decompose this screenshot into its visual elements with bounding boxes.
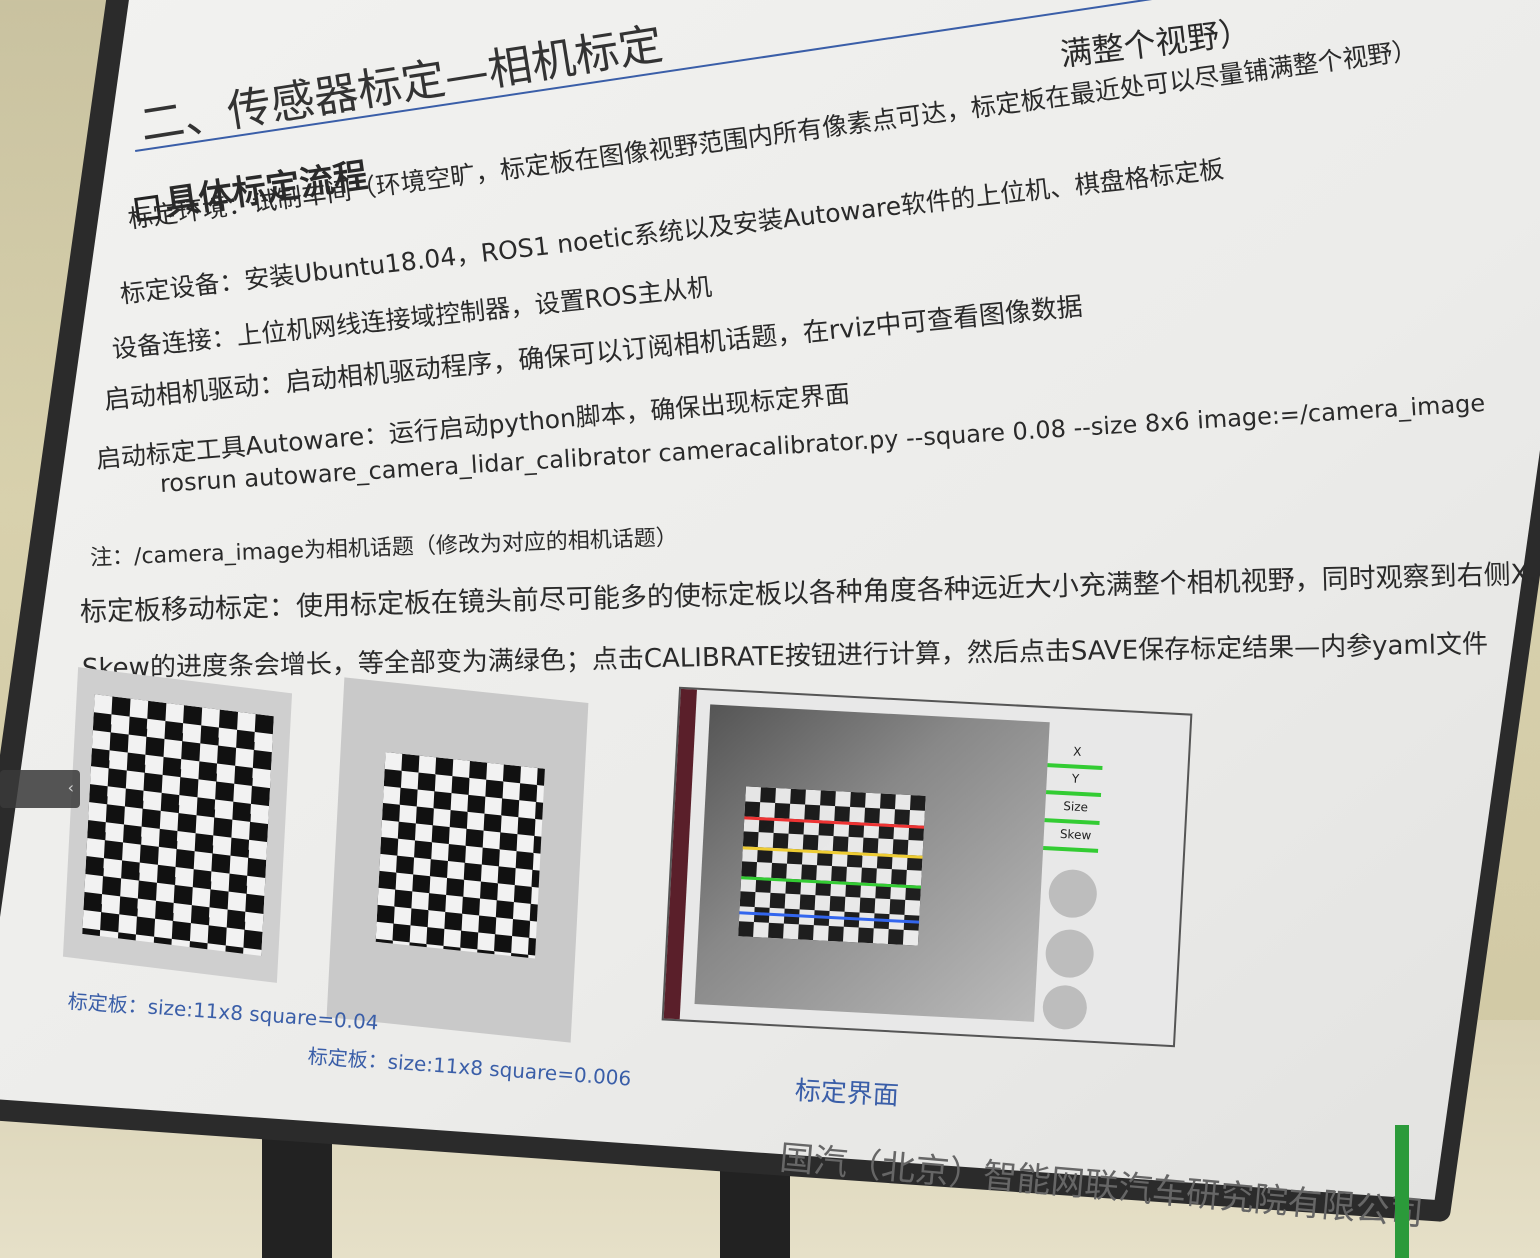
progress-bar-skew: [1043, 846, 1099, 853]
progress-bar-y: [1045, 790, 1102, 798]
checkerboard-photo-1: [62, 667, 293, 983]
progress-bar-x: [1047, 763, 1103, 771]
move-calibration-line2: Skew的进度条会增长，等全部变为满绿色；点击CALIBRATE按钮进行计算，然…: [81, 629, 1489, 684]
calibration-interface-screenshot: X Y Size Skew: [661, 686, 1193, 1048]
progress-label-y: Y: [1071, 771, 1080, 786]
chevron-left-icon: ‹: [67, 778, 74, 797]
caption-board-2: 标定板：size:11x8 square=0.006: [307, 1044, 632, 1091]
checkerboard-photo-2: [326, 677, 589, 1043]
checkerboard-pattern: [375, 752, 545, 959]
green-accent-bar: [1395, 1125, 1409, 1258]
camera-view: [694, 704, 1050, 1022]
slide-title: 二、传感器标定—相机标定: [136, 18, 667, 152]
progress-label-x: X: [1072, 744, 1082, 759]
side-panel-tab[interactable]: ‹: [0, 770, 80, 808]
calibrate-button[interactable]: [1047, 868, 1099, 919]
company-name: 国汽（北京）智能网联汽车研究院有限公司: [777, 1138, 1425, 1235]
save-button[interactable]: [1044, 928, 1095, 979]
topic-note: 注：/camera_image为相机话题（修改为对应的相机话题）: [89, 525, 679, 571]
taskbar: [663, 688, 697, 1020]
commit-button[interactable]: [1041, 984, 1088, 1031]
checkerboard-pattern: [82, 694, 274, 956]
progress-label-size: Size: [1063, 799, 1089, 815]
caption-calibration-interface: 标定界面: [794, 1076, 900, 1112]
progress-bar-size: [1044, 818, 1100, 825]
progress-label-skew: Skew: [1059, 826, 1092, 843]
